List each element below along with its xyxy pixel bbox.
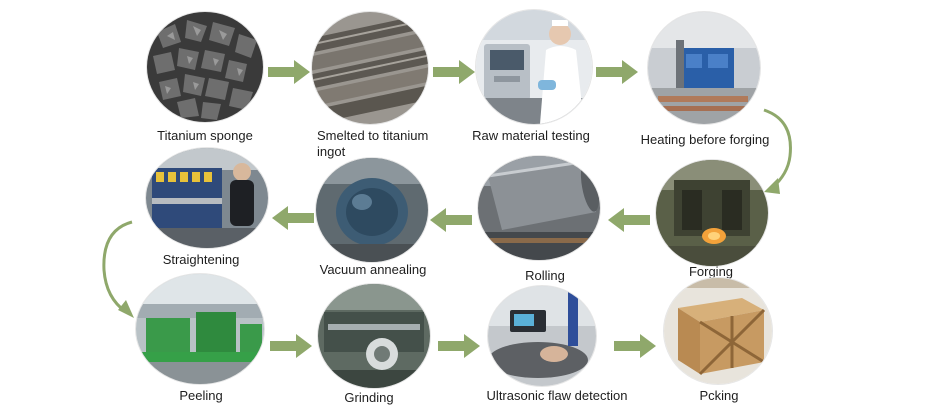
right-arrow-icon (596, 60, 638, 84)
step-label: Rolling (525, 268, 565, 283)
step-label: Forging (688, 264, 734, 279)
wooden-crate-photo (664, 278, 772, 384)
step-label: Heating before forging (640, 132, 770, 147)
grinding-machine-photo (318, 284, 430, 388)
step-label: Grinding (344, 390, 394, 405)
step-label: Titanium sponge (157, 128, 253, 143)
curved-down-arrow-icon (763, 108, 792, 194)
step-label: Straightening (162, 252, 240, 267)
right-arrow-icon (614, 334, 656, 358)
right-arrow-icon (438, 334, 480, 358)
left-arrow-icon (608, 208, 650, 232)
step-label: Ultrasonic flaw detection (486, 388, 628, 403)
rolled-bar-photo (478, 156, 600, 260)
lab-testing-photo (476, 10, 592, 124)
right-arrow-icon (268, 60, 310, 84)
right-arrow-icon (270, 334, 312, 358)
titanium-sponge-photo (147, 12, 263, 122)
step-label: Peeling (179, 388, 223, 403)
ultrasonic-tester-photo (488, 286, 596, 386)
left-arrow-icon (272, 206, 314, 230)
straightening-machine-photo (146, 148, 268, 248)
step-label: Raw material testing (472, 128, 590, 143)
step-label: Pcking (699, 388, 739, 403)
left-arrow-icon (430, 208, 472, 232)
right-arrow-icon (433, 60, 475, 84)
step-label: Vacuum annealing (319, 262, 427, 277)
vacuum-furnace-photo (316, 158, 428, 262)
curved-down-arrow-icon (102, 220, 134, 318)
step-label: Smelted to titanium ingot (317, 128, 429, 159)
forging-press-photo (656, 160, 768, 266)
peeling-machine-photo (136, 274, 264, 384)
titanium-ingot-photo (312, 12, 428, 124)
furnace-photo (648, 12, 760, 124)
